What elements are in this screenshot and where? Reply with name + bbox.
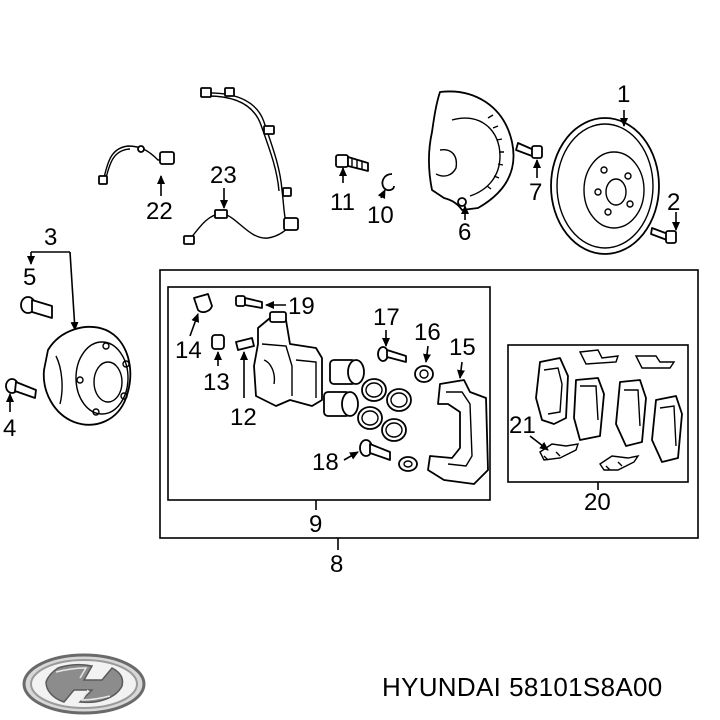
callout-1: 1 [617, 81, 630, 108]
wheel-speed-sensor-cable [98, 145, 175, 185]
callout-9: 9 [309, 511, 322, 538]
brake-pads [535, 357, 683, 463]
callout-20: 20 [584, 489, 611, 516]
callout-19: 19 [288, 293, 315, 320]
pad-retaining-clips [539, 443, 640, 471]
callout-23: 23 [210, 162, 237, 189]
callout-2: 2 [667, 189, 680, 216]
brake-dust-shield [428, 90, 515, 211]
callout-16: 16 [414, 319, 441, 346]
sensor-cable-harness [183, 87, 299, 245]
hyundai-logo-icon [22, 653, 146, 715]
callout-14: 14 [175, 337, 202, 364]
callout-15: 15 [449, 334, 476, 361]
disc-screw [515, 142, 543, 159]
caliper-piston [323, 359, 365, 417]
pad-shims [578, 349, 676, 369]
callout-7: 7 [529, 179, 542, 206]
caliper-assembly-box [159, 269, 699, 539]
washer [398, 456, 418, 472]
caliper-subassembly-box [167, 286, 491, 501]
disc-set-screw [650, 227, 677, 244]
caliper-carrier-bracket [427, 379, 489, 485]
callout-labels: 1 2 3 4 5 6 7 8 9 10 11 12 13 14 15 16 1… [3, 81, 680, 578]
caliper-housing [253, 311, 323, 407]
callout-18: 18 [312, 449, 339, 476]
callout-17: 17 [373, 304, 400, 331]
callout-10: 10 [367, 202, 394, 229]
callout-6: 6 [458, 219, 471, 246]
retaining-clip [381, 173, 395, 192]
guide-rod-bolt [377, 346, 407, 363]
bleeder-screw [235, 295, 263, 309]
brake-disc-rotor [550, 117, 660, 255]
callout-3: 3 [44, 224, 57, 251]
piston-seals [357, 378, 412, 442]
guide-pin-nut [211, 334, 225, 350]
callout-4: 4 [3, 415, 16, 442]
callout-22: 22 [146, 198, 173, 225]
callout-5: 5 [23, 264, 36, 291]
callout-8: 8 [330, 551, 343, 578]
bleeder-cap [193, 293, 213, 313]
callout-13: 13 [203, 369, 230, 396]
wheel-hub-bearing [42, 326, 132, 426]
callout-11: 11 [330, 189, 355, 216]
brand-name: HYUNDAI [382, 672, 502, 702]
callout-21: 21 [509, 412, 536, 439]
carrier-bolt [359, 439, 391, 461]
guide-pin-boot [235, 337, 255, 351]
dust-shield-bolt [335, 154, 369, 172]
carrier-nut [414, 365, 434, 383]
hub-mounting-bolt [20, 296, 53, 319]
part-number: 58101S8A00 [509, 672, 663, 702]
callout-12: 12 [230, 404, 257, 431]
